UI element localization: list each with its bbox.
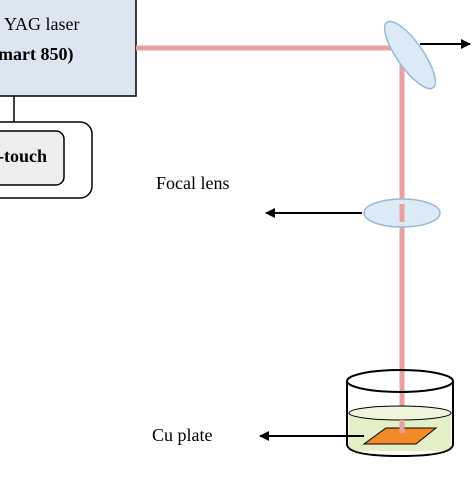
laser-beam [136,45,405,432]
mirror [383,20,437,90]
laser-box-line1: YAG laser [4,14,79,34]
focal-lens-label: Focal lens [156,173,230,193]
liquid-surface [348,405,452,421]
cu-plate [362,427,438,445]
beaker-body [346,381,454,458]
beaker-rim [346,369,454,393]
laser-box-line2: mart 850) [0,44,73,65]
touch-panel-inner [0,130,65,186]
cu-plate-label: Cu plate [152,425,213,445]
touch-panel-label: -touch [0,146,47,166]
